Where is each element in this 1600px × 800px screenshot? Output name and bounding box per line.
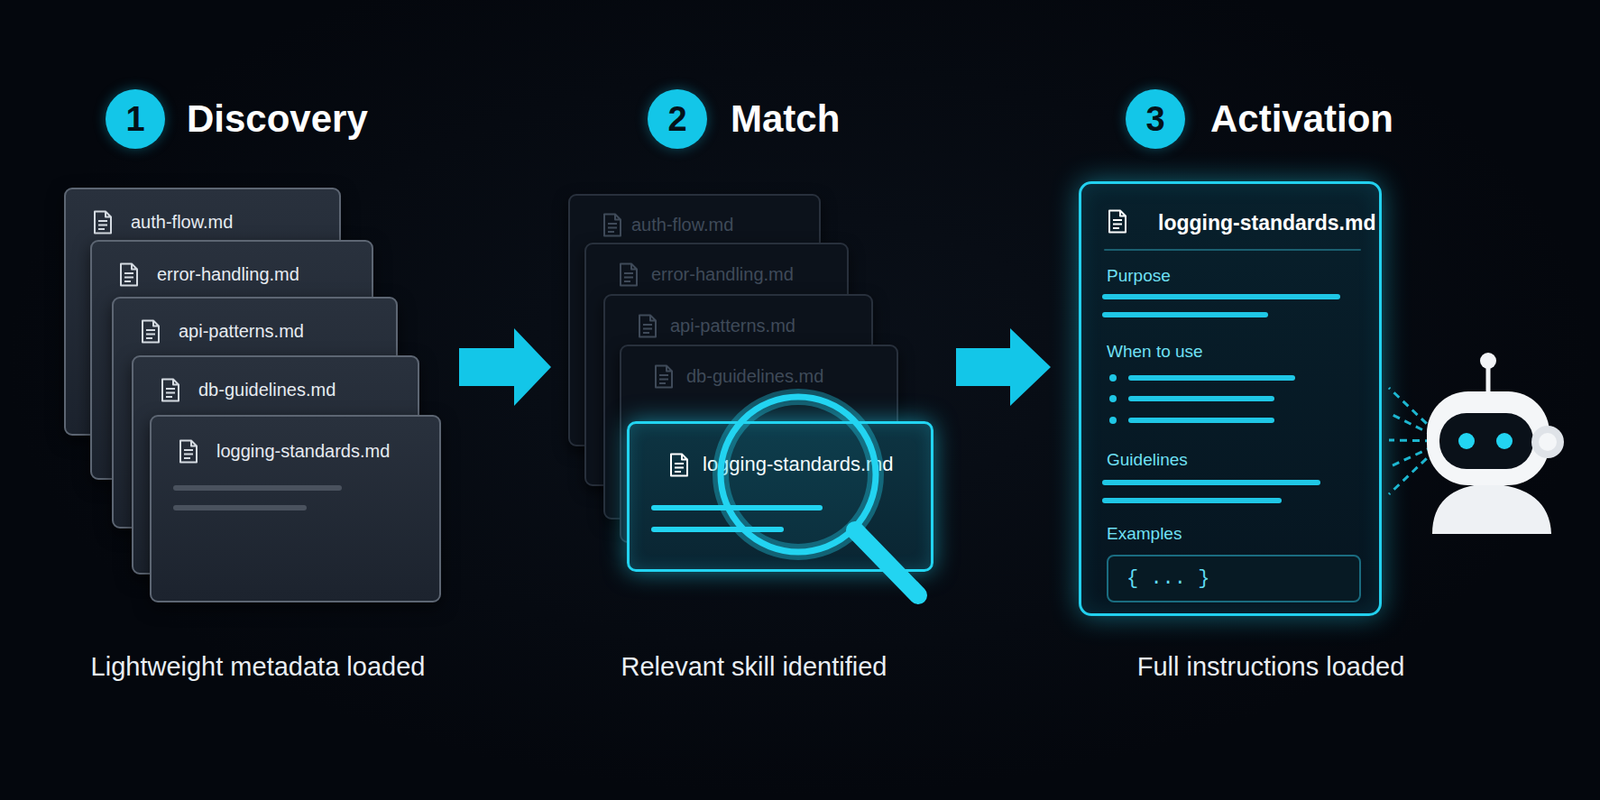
document-icon xyxy=(92,210,113,235)
document-icon xyxy=(119,262,139,287)
node-label: logging-standards.md xyxy=(702,451,894,478)
node-label: 3 xyxy=(1125,99,1186,139)
node-label: error-handling.md xyxy=(651,261,794,287)
stage-title: Discovery xyxy=(186,97,368,141)
node-label: logging-standards.md xyxy=(216,438,390,464)
node-label: { ... } xyxy=(1126,565,1210,593)
node-label: auth-flow.md xyxy=(130,209,233,235)
node-label: db-guidelines.md xyxy=(686,363,824,389)
stage-caption: Lightweight metadata loaded xyxy=(32,644,484,689)
node-label: 2 xyxy=(647,99,708,139)
highlight-lines xyxy=(653,507,820,530)
node-label: 1 xyxy=(105,99,166,139)
scan-rays xyxy=(1388,387,1445,495)
step-number: 2 xyxy=(647,89,708,149)
document-icon xyxy=(160,377,181,403)
stage-title: Activation xyxy=(1210,97,1394,141)
node-label: db-guidelines.md xyxy=(198,377,336,403)
robot-illustration xyxy=(1426,352,1564,534)
magnifier xyxy=(720,396,919,596)
panel-content-lines xyxy=(1104,249,1361,501)
node-label: auth-flow.md xyxy=(631,211,734,238)
document-icon xyxy=(602,212,623,238)
step-number: 1 xyxy=(105,89,166,149)
document-icon xyxy=(637,313,658,339)
node-label: api-patterns.md xyxy=(670,312,796,339)
node-label: logging-standards.md xyxy=(1158,209,1377,237)
skill-file-card: logging-standards.md xyxy=(149,414,442,603)
flow-arrow xyxy=(956,328,1051,406)
skill-detail-panel: logging-standards.mdPurposeWhen to useGu… xyxy=(1078,181,1382,617)
stage-caption: Relevant skill identified xyxy=(528,644,980,689)
flow-arrow xyxy=(459,328,552,406)
bullet-dots xyxy=(1109,374,1117,424)
document-icon xyxy=(1107,209,1128,234)
document-icon xyxy=(140,319,161,344)
section-label: Examples xyxy=(1106,522,1182,546)
node-label: error-handling.md xyxy=(156,261,300,287)
stage-caption: Full instructions loaded xyxy=(1045,644,1497,689)
node-label: api-patterns.md xyxy=(178,318,304,344)
document-icon xyxy=(669,452,690,478)
section-label: When to use xyxy=(1106,340,1204,364)
document-icon xyxy=(653,364,674,389)
step-number: 3 xyxy=(1125,89,1186,149)
document-icon xyxy=(618,262,639,287)
metadata-lines xyxy=(175,487,340,508)
document-icon xyxy=(178,439,199,464)
section-label: Purpose xyxy=(1106,264,1171,288)
matched-skill-card: logging-standards.md xyxy=(626,421,934,572)
code-example-box: { ... } xyxy=(1106,554,1361,603)
section-label: Guidelines xyxy=(1106,448,1188,472)
stage-title: Match xyxy=(730,97,840,141)
